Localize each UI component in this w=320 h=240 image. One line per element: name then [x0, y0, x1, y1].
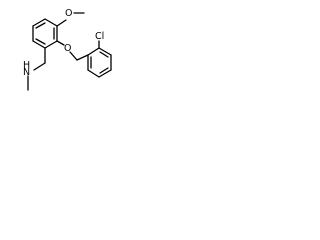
ether-bond-oxygen-to-methylene — [69, 51, 78, 61]
ring-b-double-bond — [99, 67, 109, 74]
ether-bond-ring-to-oxygen — [56, 40, 65, 46]
ring-b-bond — [87, 47, 100, 56]
ring-a-bond — [32, 40, 46, 49]
chlorine-label: Cl — [95, 31, 104, 42]
amine-nitrogen-label: N — [23, 67, 30, 78]
chemical-structure-diagram: O O Cl N H — [23, 8, 112, 91]
ring-b-bond — [98, 69, 112, 78]
ring-a-double-bond — [35, 22, 46, 29]
methylene-bond-to-ring — [76, 54, 89, 61]
methoxy-oxygen-label: O — [65, 8, 72, 19]
ring-b-double-bond — [99, 51, 109, 58]
methoxy-bond-to-oxygen — [56, 19, 67, 27]
ring-a-bond — [44, 18, 58, 27]
amine-bond-to-nitrogen — [33, 62, 46, 71]
ring-a-double-bond — [35, 38, 46, 45]
ring-a-bond — [32, 18, 46, 27]
left-benzene-ring — [32, 18, 58, 49]
ring-b-bond — [98, 47, 112, 56]
ring-a-bond — [44, 40, 58, 49]
right-benzene-ring — [87, 47, 112, 78]
ring-b-bond — [87, 69, 100, 78]
ether-oxygen-label: O — [64, 43, 71, 54]
amine-hydrogen-label: H — [23, 60, 30, 71]
